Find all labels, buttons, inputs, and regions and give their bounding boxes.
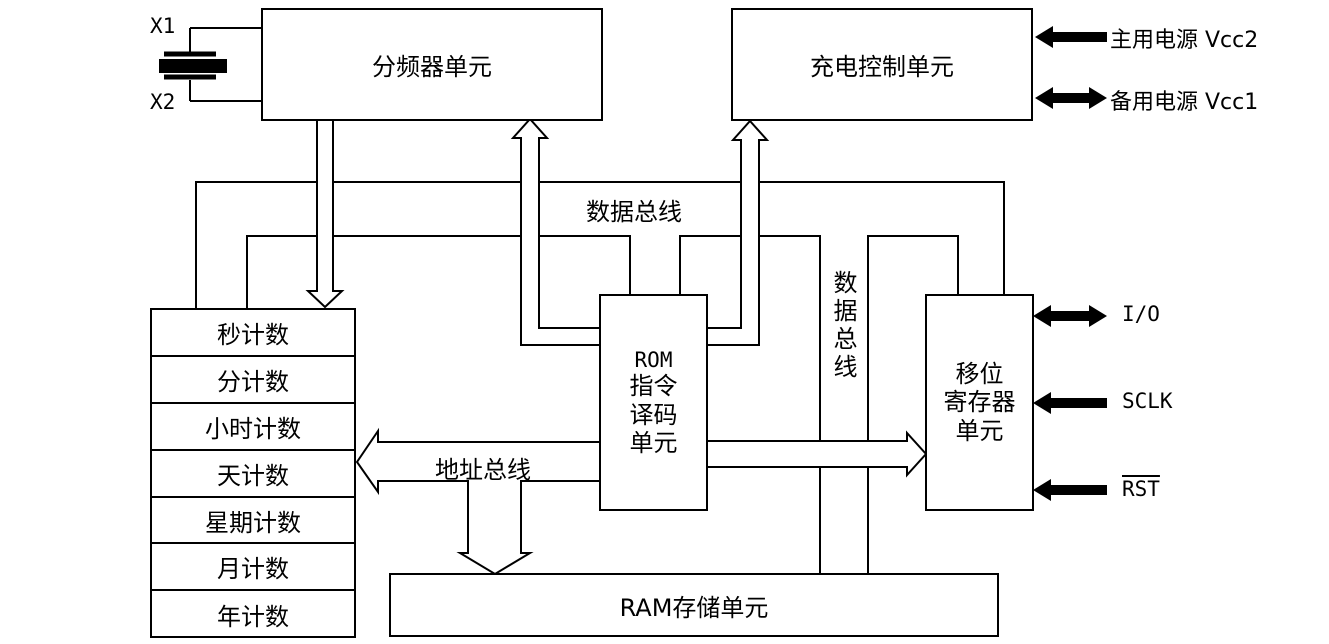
divider-unit: 分频器单元 xyxy=(261,8,603,121)
rom-to-shift-arrow xyxy=(706,430,928,478)
divider-to-counter-arrow xyxy=(305,119,345,309)
main-power-label: 主用电源 Vcc2 xyxy=(1110,28,1259,53)
shift-label-line-3: 单元 xyxy=(955,416,1004,445)
sclk-label: SCLK xyxy=(1122,389,1173,413)
crystal-pin-x2: X2 xyxy=(150,90,176,114)
shift-label-line-2: 寄存器 xyxy=(943,388,1016,417)
counter-year: 年计数 xyxy=(217,603,289,632)
counter-month: 月计数 xyxy=(152,544,354,592)
crystal-pin-x1: X1 xyxy=(150,14,176,38)
rom-label-line-2: 指令 xyxy=(629,372,678,401)
data-bus-inner-line xyxy=(246,235,631,308)
rom-label-line-1: ROM xyxy=(634,347,673,372)
rom-to-charge-arrow xyxy=(706,119,770,346)
counter-days: 天计数 xyxy=(152,451,354,498)
counter-stack: 秒计数 分计数 小时计数 天计数 星期计数 月计数 年计数 xyxy=(150,308,356,638)
data-bus-vertical-label: 数据总线 xyxy=(829,270,857,382)
charge-control-unit: 充电控制单元 xyxy=(731,8,1033,121)
sclk-arrow xyxy=(1033,392,1107,414)
counter-weekday: 星期计数 xyxy=(152,498,354,545)
rst-label: RST xyxy=(1122,477,1160,501)
rom-label-line-3: 译码 xyxy=(629,400,678,429)
data-bus-top-line xyxy=(195,181,1005,308)
data-bus-label: 数据总线 xyxy=(586,198,682,226)
rom-decode-unit: ROM 指令 译码 单元 xyxy=(599,294,708,511)
counter-minutes: 分计数 xyxy=(152,357,354,404)
address-bus-label: 地址总线 xyxy=(435,456,531,484)
rom-to-divider-arrow xyxy=(510,117,601,346)
io-label: I/O xyxy=(1122,302,1160,326)
backup-power-label: 备用电源 Vcc1 xyxy=(1110,90,1259,115)
counter-hours: 小时计数 xyxy=(152,404,354,451)
main-power-arrow xyxy=(1035,26,1107,48)
ram-storage-unit: RAM存储单元 xyxy=(389,573,999,637)
backup-power-arrow xyxy=(1035,87,1107,109)
crystal-body xyxy=(159,59,227,73)
address-bus-arrow xyxy=(355,427,601,576)
rst-arrow xyxy=(1033,479,1107,501)
data-bus-shift-line xyxy=(867,235,959,574)
shift-register-unit: 移位 寄存器 单元 xyxy=(925,294,1034,511)
io-arrow xyxy=(1033,305,1107,327)
counter-seconds: 秒计数 xyxy=(152,310,354,357)
rom-label-line-4: 单元 xyxy=(629,429,678,458)
shift-label-line-1: 移位 xyxy=(955,360,1004,389)
